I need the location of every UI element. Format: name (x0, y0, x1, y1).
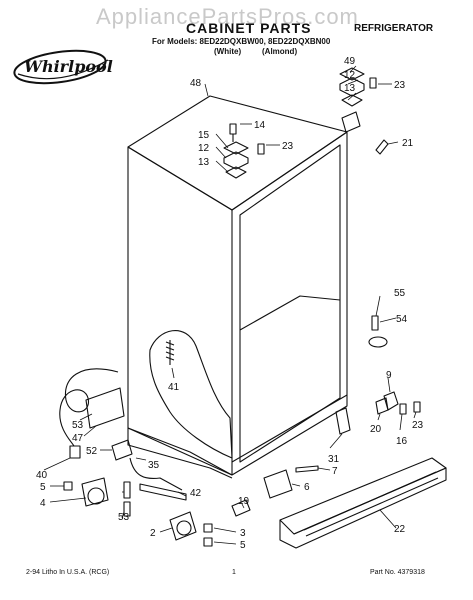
hinge-shim-15 (223, 141, 249, 155)
callout-52: 52 (86, 446, 98, 457)
screw-5b (203, 537, 213, 547)
screw-5a (63, 481, 73, 491)
callout-12-center: 12 (198, 143, 210, 154)
watermark: AppliancePartsPros.com (96, 4, 359, 29)
callout-20: 20 (370, 424, 382, 435)
callout-55: 55 (394, 288, 406, 299)
caster-wheel-2 (176, 520, 192, 536)
hinge-shim-13 (225, 166, 247, 179)
whirlpool-logo: Whirlpool (10, 48, 122, 86)
cabinet-bottom-edge (127, 427, 233, 476)
callout-35: 35 (148, 460, 160, 471)
drain-tube (129, 457, 183, 491)
cord-plug (69, 445, 81, 459)
hinge-screw-23a (257, 143, 265, 155)
callout-48: 48 (190, 78, 202, 89)
top-bracket (341, 111, 361, 133)
callout-53-lower: 53 (118, 512, 130, 523)
hinge-12-center (223, 151, 249, 170)
cabinet-side-cutout (149, 330, 233, 459)
hinge-pin-21 (375, 139, 389, 155)
screw-16 (399, 403, 407, 415)
callout-22: 22 (394, 524, 406, 535)
cam-54 (368, 336, 388, 348)
cabinet-liner-back (239, 295, 341, 331)
hinge-shim-49 (339, 67, 365, 81)
callout-47: 47 (72, 433, 84, 444)
cabinet-front-rail (231, 394, 348, 463)
screw-23c (413, 401, 421, 413)
callout-23-lower: 23 (412, 420, 424, 431)
screw-3 (203, 523, 213, 533)
power-cord (59, 368, 119, 447)
variant-white: (White) (214, 47, 242, 56)
grille-slots (303, 471, 439, 537)
cabinet-left-side (127, 146, 233, 476)
caster-4 (81, 477, 109, 507)
footer-page-number: 1 (232, 569, 236, 576)
hinge-screw-14 (229, 123, 237, 142)
callout-13-center: 13 (198, 157, 210, 168)
callout-49: 49 (344, 56, 356, 67)
hinge-shim-13-right (341, 94, 363, 107)
callout-40: 40 (36, 470, 48, 481)
callout-54: 54 (396, 314, 408, 325)
callout-41: 41 (168, 382, 180, 393)
hinge-12-right (339, 77, 365, 97)
callout-3: 3 (240, 528, 246, 539)
callout-2: 2 (150, 528, 156, 539)
callout-42: 42 (190, 488, 202, 499)
callout-4: 4 (40, 498, 46, 509)
spring-41 (165, 340, 175, 365)
callout-31: 31 (328, 454, 340, 465)
page-title: CABINET PARTS (186, 20, 312, 36)
callout-5-left: 5 (40, 482, 46, 493)
screw-55 (371, 315, 379, 331)
base-plate (127, 428, 233, 479)
caster-2 (169, 511, 197, 541)
appliance-category: REFRIGERATOR (354, 23, 434, 34)
logo-swirl-icon (13, 49, 109, 85)
callout-9: 9 (386, 370, 392, 381)
callout-23-right: 23 (394, 80, 406, 91)
callout-23-center: 23 (282, 141, 294, 152)
cord-bracket-47 (85, 387, 125, 429)
grille-22 (279, 457, 447, 535)
variant-almond: (Almond) (262, 47, 298, 56)
bracket-20 (375, 397, 389, 415)
grille-22-front (279, 467, 447, 549)
hinge-31 (335, 407, 351, 435)
cabinet-opening (239, 144, 341, 463)
drain-tube-42 (139, 483, 187, 501)
clamp-52 (111, 439, 133, 461)
bracket-6 (263, 469, 293, 499)
hinge-screw-23b (369, 77, 377, 89)
logo-brand: Whirlpool (24, 57, 113, 76)
callout-13-right: 13 (344, 83, 356, 94)
footer-litho: 2-94 Litho In U.S.A. (RCG) (26, 569, 110, 576)
callout-14: 14 (254, 120, 266, 131)
callout-15: 15 (198, 130, 210, 141)
callout-53-upper: 53 (72, 420, 84, 431)
callout-19: 19 (238, 496, 250, 507)
caster-wheel (87, 487, 105, 505)
clip-19 (231, 499, 251, 517)
callout-16: 16 (396, 436, 408, 447)
footer-part-number: Part No. 4379318 (370, 569, 425, 576)
model-numbers: For Models: 8ED22DQXBW00, 8ED22DQXBN00 (152, 37, 331, 46)
callout-21: 21 (402, 138, 414, 149)
bolt-53a (123, 481, 131, 499)
callout-5-bottom: 5 (240, 540, 246, 551)
screw-7 (295, 465, 319, 473)
bolt-53b (123, 501, 131, 517)
callout-12-right: 12 (344, 70, 356, 81)
cabinet-right-side (231, 131, 348, 476)
callout-7: 7 (332, 466, 338, 477)
callout-6: 6 (304, 482, 310, 493)
